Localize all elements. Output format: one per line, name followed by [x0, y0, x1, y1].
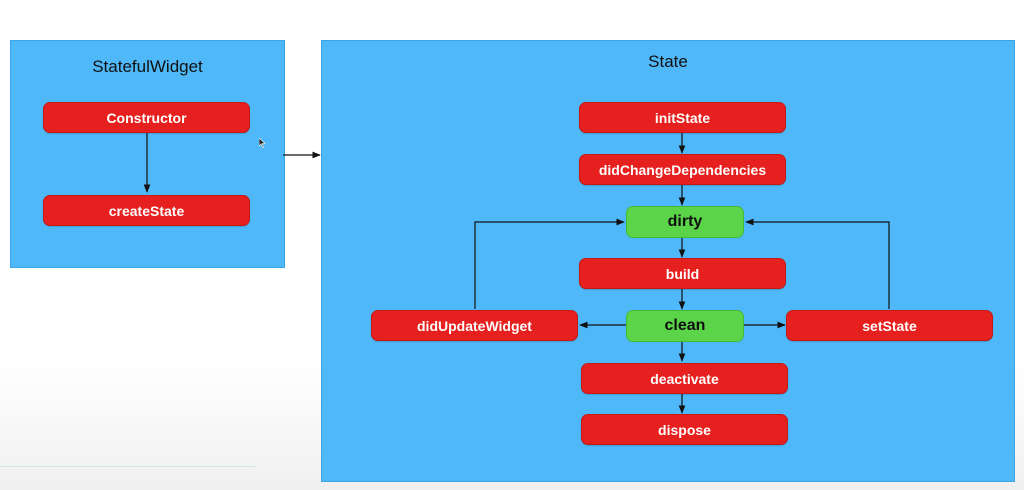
stateful-widget-panel: StatefulWidget: [10, 40, 285, 268]
node-deactivate: deactivate: [581, 363, 788, 394]
node-clean: clean: [626, 310, 744, 342]
node-dispose: dispose: [581, 414, 788, 445]
node-didchangedependencies: didChangeDependencies: [579, 154, 786, 185]
background-divider: [0, 466, 255, 467]
node-build: build: [579, 258, 786, 289]
mouse-cursor-icon: [259, 138, 266, 148]
state-title: State: [648, 52, 688, 71]
node-didupdatewidget: didUpdateWidget: [371, 310, 578, 341]
node-setstate: setState: [786, 310, 993, 341]
node-dirty: dirty: [626, 206, 744, 238]
node-initstate: initState: [579, 102, 786, 133]
node-constructor: Constructor: [43, 102, 250, 133]
stateful-widget-title: StatefulWidget: [92, 57, 203, 76]
node-createstate: createState: [43, 195, 250, 226]
